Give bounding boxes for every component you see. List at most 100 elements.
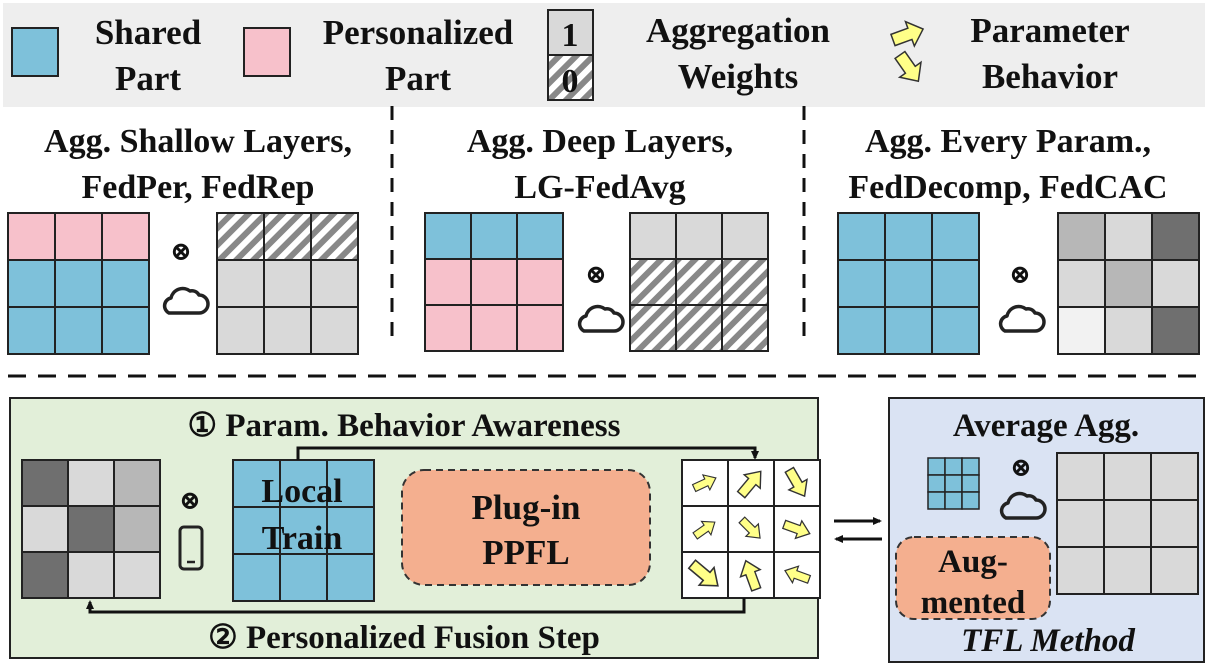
grid-cell <box>516 304 564 352</box>
legend-shared-line1: Shared <box>95 13 202 52</box>
grid-cell <box>470 258 518 306</box>
grid-cell <box>310 212 359 261</box>
behavior-arrows-icon <box>889 20 925 83</box>
grid-cell <box>7 259 56 308</box>
grid-cell <box>263 259 312 308</box>
panel-2-title-line1: Agg. Deep Layers, <box>467 123 733 160</box>
grid-cell <box>629 212 677 260</box>
weight-zero-label: 0 <box>562 63 579 100</box>
grid-cell <box>721 212 769 260</box>
grid-cell <box>721 258 769 306</box>
panel-2-weight-grid <box>629 212 769 352</box>
grid-cell <box>675 258 723 306</box>
augmented-line1: Aug- <box>938 544 1008 580</box>
grid-cell <box>113 459 161 507</box>
behavior-arrow-icon <box>784 466 808 498</box>
cloud-icon <box>577 304 625 333</box>
grid-cell <box>54 259 103 308</box>
grid-cell <box>1151 259 1200 308</box>
grid-cell <box>113 505 161 553</box>
client-operator: ⊗ <box>179 486 201 515</box>
shared-swatch <box>11 27 59 77</box>
step-2-label: ② Personalized Fusion Step <box>208 620 600 656</box>
grid-cell <box>310 306 359 355</box>
grid-cell <box>773 505 821 553</box>
panel-shallow-layers: Agg. Shallow Layers, FedPer, FedRep ⊗ <box>7 123 359 355</box>
panel-3-title-line2: FedDecomp, FedCAC <box>848 169 1167 206</box>
grid-cell <box>944 491 963 510</box>
grid-cell <box>216 259 265 308</box>
legend-weights-line1: Aggregation <box>646 11 830 50</box>
grid-cell <box>927 474 946 493</box>
behavior-arrow-icon <box>781 519 811 540</box>
panel-1-parameter-grid <box>7 212 150 355</box>
behavior-arrows <box>687 466 812 592</box>
grid-cell <box>470 304 518 352</box>
grid-cell <box>961 457 980 476</box>
grid-cell <box>931 259 980 308</box>
grid-cell <box>1057 212 1106 261</box>
plugin-line1: Plug-in <box>472 488 581 527</box>
legend-weights-line2: Weights <box>678 57 799 96</box>
grid-cell <box>629 258 677 306</box>
awareness-fusion-panel: ① Param. Behavior Awareness ② Personaliz… <box>9 397 821 659</box>
grid-cell <box>101 306 150 355</box>
grid-cell <box>1150 452 1199 501</box>
average-agg-title: Average Agg. <box>953 408 1139 444</box>
grid-cell <box>424 212 472 260</box>
grid-cell <box>424 304 472 352</box>
grid-cell <box>516 258 564 306</box>
grid-cell <box>1103 499 1152 548</box>
local-train-line2: Train <box>262 520 343 557</box>
grid-cell <box>721 304 769 352</box>
grid-cell <box>232 553 281 602</box>
grid-cell <box>326 553 375 602</box>
tfl-method-panel: Average Agg. ⊗ Aug- mented TFL Method <box>888 397 1205 663</box>
grid-cell <box>961 491 980 510</box>
grid-cell <box>21 551 69 599</box>
grid-cell <box>1104 259 1153 308</box>
step-1-label: ① Param. Behavior Awareness <box>188 408 621 444</box>
grid-cell <box>424 258 472 306</box>
grid-cell <box>1151 212 1200 261</box>
legend-personalized-line1: Personalized <box>323 13 514 52</box>
grid-cell <box>927 491 946 510</box>
panel-3-operator: ⊗ <box>1009 260 1031 289</box>
grid-cell <box>1151 306 1200 355</box>
grid-cell <box>216 306 265 355</box>
grid-cell <box>67 551 115 599</box>
personalized-swatch <box>243 27 291 77</box>
awareness-flow-arrow <box>296 446 759 460</box>
behavior-arrow-icon <box>691 474 717 493</box>
panel-1-operator: ⊗ <box>170 237 192 266</box>
cloud-icon <box>162 286 210 315</box>
behavior-arrow-icon <box>739 559 762 592</box>
panel-3-parameter-grid <box>837 212 980 355</box>
augmented-box <box>895 536 1051 620</box>
grid-cell <box>629 304 677 352</box>
server-weight-grid <box>1056 452 1199 595</box>
grid-cell <box>54 306 103 355</box>
legend-behavior-line1: Parameter <box>970 11 1129 50</box>
grid-cell <box>884 306 933 355</box>
grid-cell <box>837 259 886 308</box>
grid-cell <box>279 553 328 602</box>
tfl-method-label: TFL Method <box>961 623 1135 659</box>
local-train-line1: Local <box>261 473 342 510</box>
panel-3-title-line1: Agg. Every Param., <box>865 123 1151 160</box>
grid-cell <box>7 212 56 261</box>
panel-1-title-line1: Agg. Shallow Layers, <box>44 123 352 160</box>
grid-cell <box>944 474 963 493</box>
mini-shared-grid <box>927 457 980 510</box>
grid-cell <box>931 212 980 261</box>
legend: Shared Part Personalized Part 1 0 Aggreg… <box>3 3 1205 107</box>
panel-deep-layers: Agg. Deep Layers, LG-FedAvg ⊗ <box>424 123 769 352</box>
grid-cell <box>470 212 518 260</box>
behavior-arrow-icon <box>784 565 812 585</box>
local-train-grid <box>232 459 375 602</box>
grid-cell <box>516 212 564 260</box>
grid-cell <box>113 551 161 599</box>
grid-cell <box>927 457 946 476</box>
grid-cell <box>961 474 980 493</box>
